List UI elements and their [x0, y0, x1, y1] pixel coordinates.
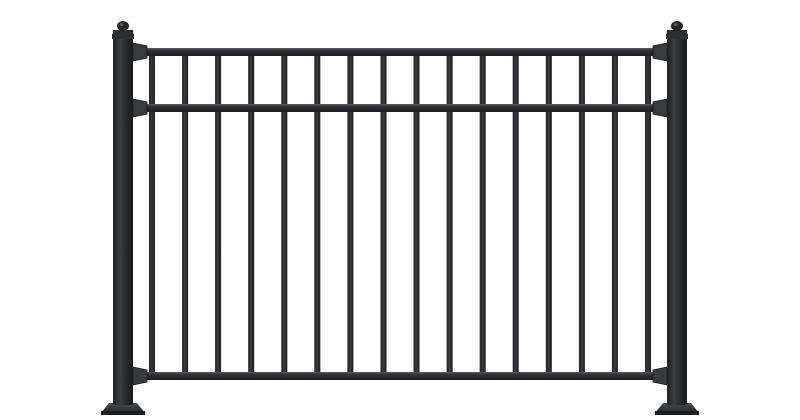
right-post-finial-highlight: [673, 23, 678, 26]
picket: [215, 56, 222, 376]
bottom-rail: [133, 372, 667, 380]
right-base-plate: [655, 403, 699, 413]
rail-highlight: [133, 104, 667, 106]
picket: [512, 56, 519, 376]
brackets-group: [132, 42, 668, 386]
left-post-finial-highlight: [119, 23, 124, 26]
picket: [545, 56, 552, 376]
picket: [578, 56, 585, 376]
picket: [281, 56, 288, 376]
picket: [413, 56, 420, 376]
rail-highlight: [133, 372, 667, 374]
rail-bracket-right: [652, 366, 668, 386]
rail-bracket-left: [132, 366, 148, 386]
posts-group: [101, 21, 699, 415]
picket: [645, 56, 651, 376]
left-post: [113, 30, 133, 405]
left-post-finial: [117, 21, 129, 31]
picket: [248, 56, 255, 376]
rail-highlight: [133, 48, 667, 50]
right-post-finial: [671, 21, 683, 31]
picket: [611, 56, 618, 376]
rails-group: [133, 48, 667, 380]
right-base-plate-edge: [655, 411, 699, 415]
picket: [347, 56, 354, 376]
right-post-cap: [666, 29, 688, 39]
pickets-group: [149, 56, 651, 376]
rail-bracket-left: [132, 98, 148, 118]
rail-bracket-right: [652, 98, 668, 118]
picket: [446, 56, 453, 376]
top-rail: [133, 48, 667, 56]
picket: [380, 56, 387, 376]
rail-bracket-left: [132, 42, 148, 62]
picket: [149, 56, 155, 376]
rail-bracket-right: [652, 42, 668, 62]
picket: [479, 56, 486, 376]
picket: [182, 56, 189, 376]
picket: [314, 56, 321, 376]
left-base-plate: [101, 403, 145, 413]
left-base-plate-edge: [101, 411, 145, 415]
right-post: [667, 30, 687, 405]
middle-rail: [133, 104, 667, 112]
left-post-cap: [112, 29, 134, 39]
